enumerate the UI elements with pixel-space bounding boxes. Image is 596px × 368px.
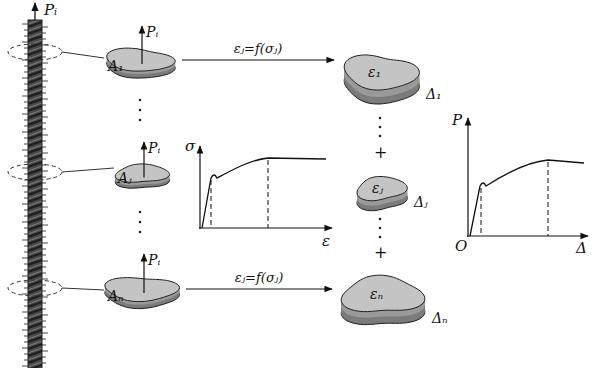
axis-label: σ — [185, 138, 195, 155]
slice-label: εⱼ — [372, 180, 383, 196]
stress-strain-plot — [199, 146, 332, 229]
mapping-arrow — [182, 60, 334, 61]
displacement-label: Δ₁ — [426, 86, 442, 102]
slice-label: ε₁ — [368, 64, 381, 80]
slice-label: A₁ — [108, 58, 124, 74]
section-slice: εⱼΔⱼ — [352, 172, 410, 214]
slice-label: Aₙ — [108, 288, 124, 304]
anchor-rod — [28, 20, 42, 368]
axis-label: P — [452, 112, 462, 129]
load-label: Pᵢ — [148, 140, 160, 156]
section-slice: ε₁Δ₁ — [338, 48, 422, 110]
load-arrow — [34, 3, 35, 20]
plus-sign: + — [374, 144, 387, 161]
section-ellipses — [8, 44, 62, 296]
load-label: Pᵢ — [146, 24, 158, 40]
section-slice: A₁ Pᵢ — [100, 24, 178, 82]
continuation-dots — [139, 99, 382, 239]
displacement-label: Δₙ — [432, 310, 448, 326]
section-slice: Aₙ Pᵢ — [100, 252, 182, 312]
section-slice: εₙΔₙ — [336, 270, 428, 332]
edge-label: εⱼ=f(σⱼ) — [233, 270, 286, 285]
section-slice: Aⱼ Pᵢ — [112, 140, 172, 192]
load-label: Pᵢ — [148, 252, 160, 268]
slice-label: Aⱼ — [118, 170, 132, 186]
displacement-label: Δⱼ — [414, 194, 428, 210]
plus-sign: + — [374, 244, 387, 261]
mapping-arrow — [186, 289, 332, 290]
axis-label: ε — [322, 233, 330, 250]
load-label: Pᵢ — [44, 2, 57, 19]
edge-label: εⱼ=f(σⱼ) — [232, 41, 285, 56]
leader-lines — [62, 52, 114, 290]
origin-label: O — [455, 238, 467, 255]
load-displacement-plot — [467, 118, 588, 237]
axis-label: Δ — [576, 240, 587, 257]
slice-label: εₙ — [370, 286, 383, 302]
